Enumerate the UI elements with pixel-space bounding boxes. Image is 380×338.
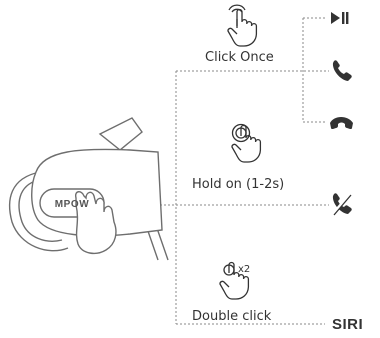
tap-hold-icon [231, 123, 262, 163]
phone-answer-icon [332, 60, 352, 81]
action-label-hold-on: Hold on (1-2s) [192, 177, 285, 192]
play-pause-icon [331, 12, 349, 24]
action-label-click-once: Click Once [205, 50, 274, 65]
action-label-double-click: Double click [192, 309, 272, 324]
tap-double-icon [219, 261, 250, 300]
phone-reject-icon [331, 193, 352, 216]
earpiece-device [8, 117, 169, 261]
result-siri-label: SIRI [332, 316, 364, 333]
tap-once-icon [227, 4, 258, 47]
double-click-badge: x2 [238, 264, 250, 275]
brand-logo: MPOW [55, 199, 90, 210]
phone-hangup-icon [330, 117, 353, 129]
